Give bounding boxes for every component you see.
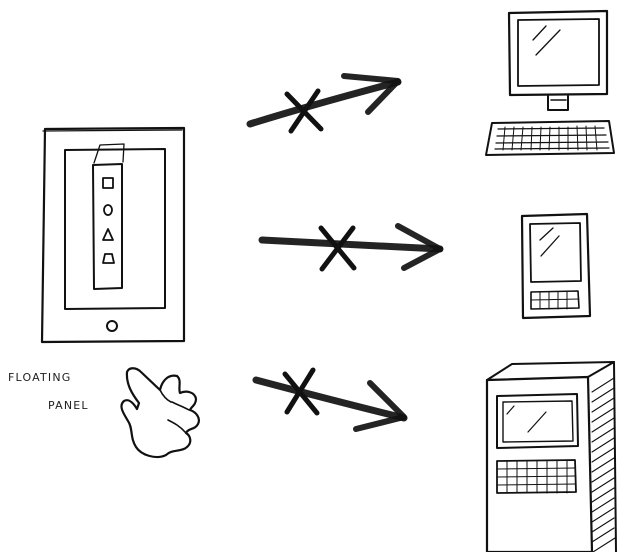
label-line-1: FLOATING (8, 371, 72, 384)
label-line-2: PANEL (48, 399, 89, 412)
floating-panel (93, 144, 124, 289)
square-shape-icon (103, 178, 113, 188)
pointing-hand-icon (121, 368, 198, 457)
blocked-arrow-icon (256, 370, 404, 429)
small-tablet-icon (522, 214, 590, 318)
trapezoid-shape-icon (103, 254, 114, 263)
floating-panel-label: FLOATING PANEL (8, 371, 89, 412)
blocked-arrow-icon (262, 226, 440, 269)
triangle-shape-icon (103, 229, 113, 240)
tablet-icon (42, 128, 184, 342)
blocked-arrow-icon (250, 76, 398, 131)
kiosk-terminal-icon (487, 362, 616, 552)
desktop-computer-icon (486, 11, 614, 155)
circle-shape-icon (104, 205, 112, 215)
